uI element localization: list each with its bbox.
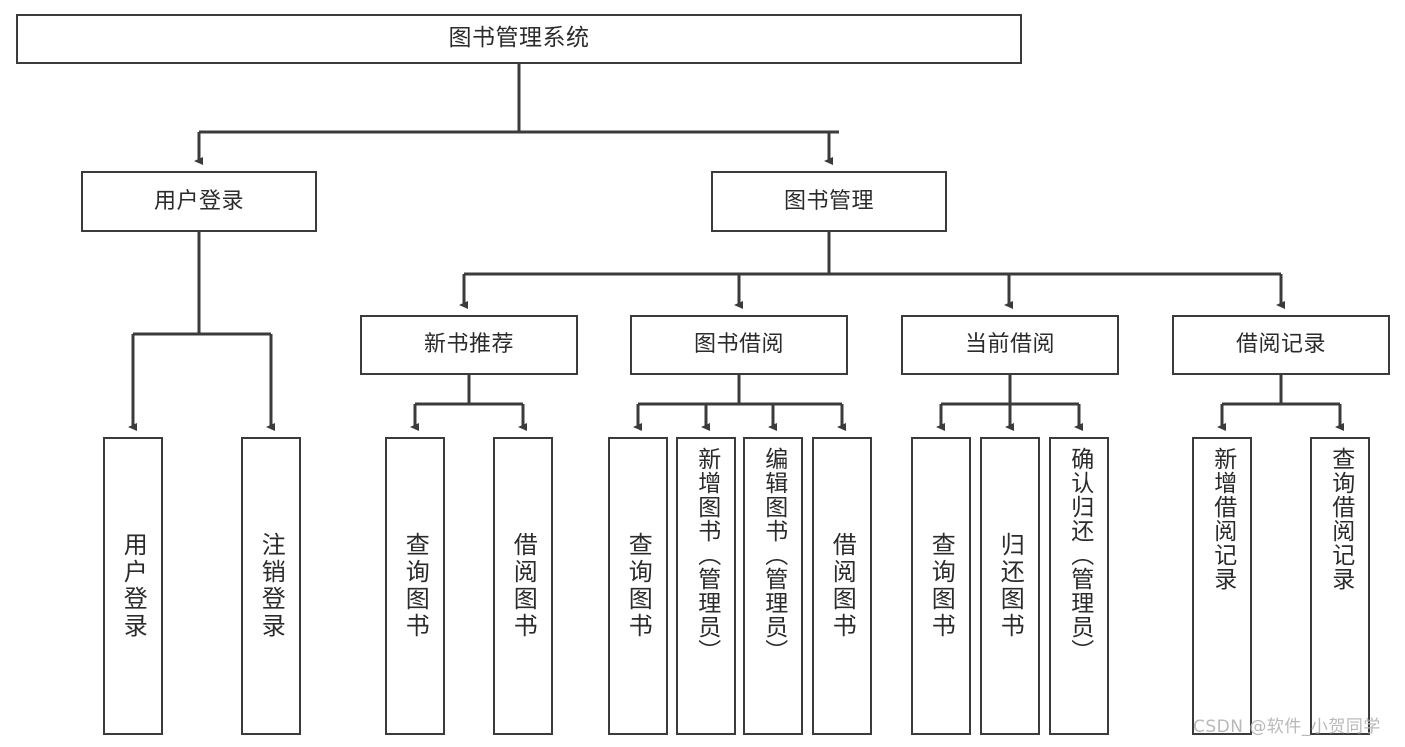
node-book-borrow[interactable]: 图书借阅 [630,315,848,375]
node-label: 新增借阅记录 [1209,447,1236,591]
node-label: 图书管理 [783,188,874,214]
node-label: 借阅记录 [1235,332,1326,358]
node-label: 查询图书 [624,532,653,640]
node-label: 注销登录 [257,532,286,640]
leaf-records-add-record[interactable]: 新增借阅记录 [1192,437,1252,735]
leaf-recommend-borrow-book[interactable]: 借阅图书 [493,437,553,735]
node-label: 图书管理系统 [448,25,590,52]
node-label: 图书借阅 [693,332,784,358]
node-label: 用户登录 [153,188,244,214]
node-label: 当前借阅 [964,332,1055,358]
node-user-login[interactable]: 用户登录 [81,171,317,232]
leaf-current-return-book[interactable]: 归还图书 [980,437,1040,735]
node-borrow-records[interactable]: 借阅记录 [1172,315,1390,375]
node-label: 新书推荐 [423,332,514,358]
leaf-current-query-book[interactable]: 查询图书 [911,437,971,735]
watermark: CSDN @软件_小贺同学 [1193,717,1381,737]
leaf-borrow-query-book[interactable]: 查询图书 [608,437,668,735]
node-label: 新增图书（管理员） [693,447,720,663]
leaf-recommend-query-book[interactable]: 查询图书 [385,437,445,735]
node-label: 编辑图书（管理员） [760,447,787,663]
node-label: 查询图书 [927,532,956,640]
node-current-borrow[interactable]: 当前借阅 [901,315,1119,375]
leaf-current-confirm-return-admin[interactable]: 确认归还（管理员） [1049,437,1109,735]
leaf-records-query-record[interactable]: 查询借阅记录 [1310,437,1370,735]
node-label: 确认归还（管理员） [1066,447,1093,663]
node-new-book-recommend[interactable]: 新书推荐 [360,315,578,375]
node-label: 归还图书 [996,532,1025,640]
leaf-borrow-borrow-book[interactable]: 借阅图书 [812,437,872,735]
leaf-borrow-edit-book-admin[interactable]: 编辑图书（管理员） [743,437,803,735]
node-label: 借阅图书 [828,532,857,640]
node-label: 借阅图书 [509,532,538,640]
leaf-user-logout[interactable]: 注销登录 [241,437,301,735]
node-root-system[interactable]: 图书管理系统 [16,14,1022,64]
node-label: 用户登录 [119,532,148,640]
node-label: 查询图书 [401,532,430,640]
leaf-user-login[interactable]: 用户登录 [103,437,163,735]
leaf-borrow-add-book-admin[interactable]: 新增图书（管理员） [676,437,736,735]
node-label: 查询借阅记录 [1327,447,1354,591]
node-book-management[interactable]: 图书管理 [711,171,947,232]
